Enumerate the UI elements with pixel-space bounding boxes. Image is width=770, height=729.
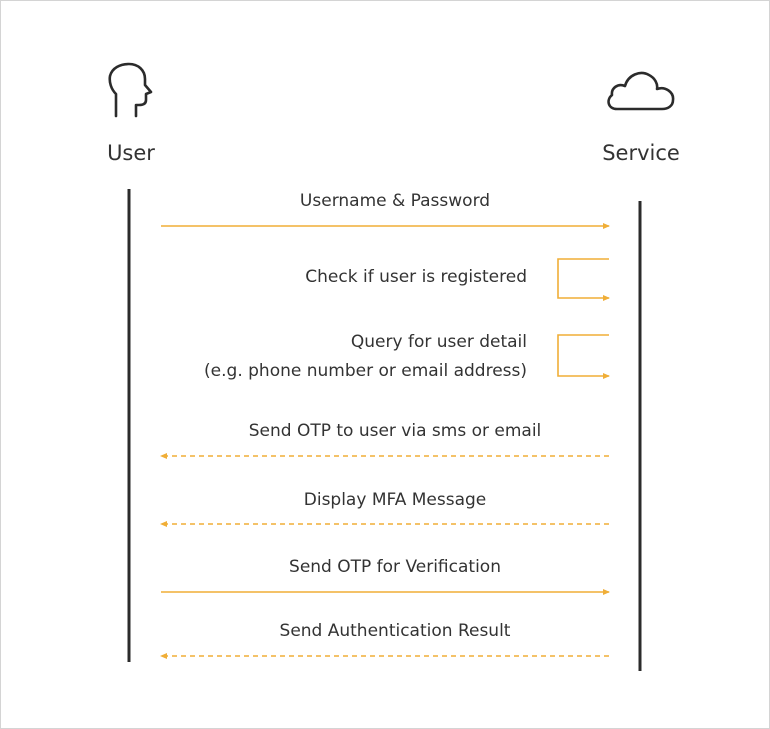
message-label-send-otp-verification: Send OTP for Verification xyxy=(289,557,501,577)
user-actor-label: User xyxy=(107,141,155,165)
message-label-username-password: Username & Password xyxy=(299,191,491,211)
message-label-send-otp-to-user: Send OTP to user via sms or email xyxy=(248,421,542,441)
service-actor-label: Service xyxy=(602,141,680,165)
message-label-check-registered: Check if user is registered xyxy=(305,267,527,287)
arrow-query-user-detail xyxy=(557,334,610,379)
user-head-icon xyxy=(108,62,153,118)
arrow-check-registered xyxy=(557,258,610,301)
message-label-send-auth-result: Send Authentication Result xyxy=(279,621,511,641)
cloud-icon xyxy=(607,71,675,111)
message-label-display-mfa: Display MFA Message xyxy=(303,490,487,510)
message-label-query-user-detail-example: (e.g. phone number or email address) xyxy=(204,361,527,381)
message-label-query-user-detail: Query for user detail xyxy=(350,332,527,352)
